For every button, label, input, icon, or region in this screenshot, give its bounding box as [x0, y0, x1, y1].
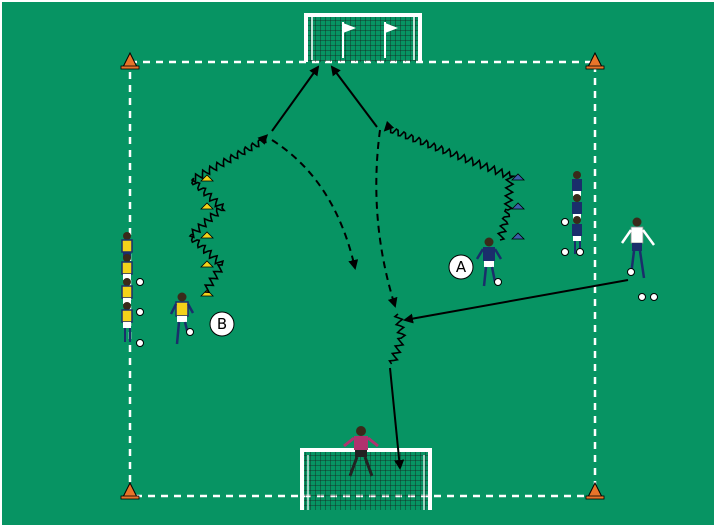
ball: [639, 294, 646, 301]
player-blue-team: [572, 171, 582, 196]
label-b-badge: B: [210, 312, 234, 336]
top-goal: [306, 15, 420, 62]
ball: [562, 249, 569, 256]
player-yellow-team: [122, 278, 132, 304]
ball: [137, 309, 144, 316]
label-b: B: [217, 315, 227, 333]
ball: [187, 329, 194, 336]
label-a: A: [456, 258, 467, 276]
ball: [651, 294, 658, 301]
ball: [495, 279, 502, 286]
player-yellow-team: [122, 254, 132, 280]
ball: [628, 269, 635, 276]
ball: [562, 219, 569, 226]
ball: [137, 340, 144, 347]
player-blue-team: [572, 194, 582, 219]
label-a-badge: A: [449, 255, 473, 279]
ball: [137, 279, 144, 286]
ball: [577, 249, 584, 256]
